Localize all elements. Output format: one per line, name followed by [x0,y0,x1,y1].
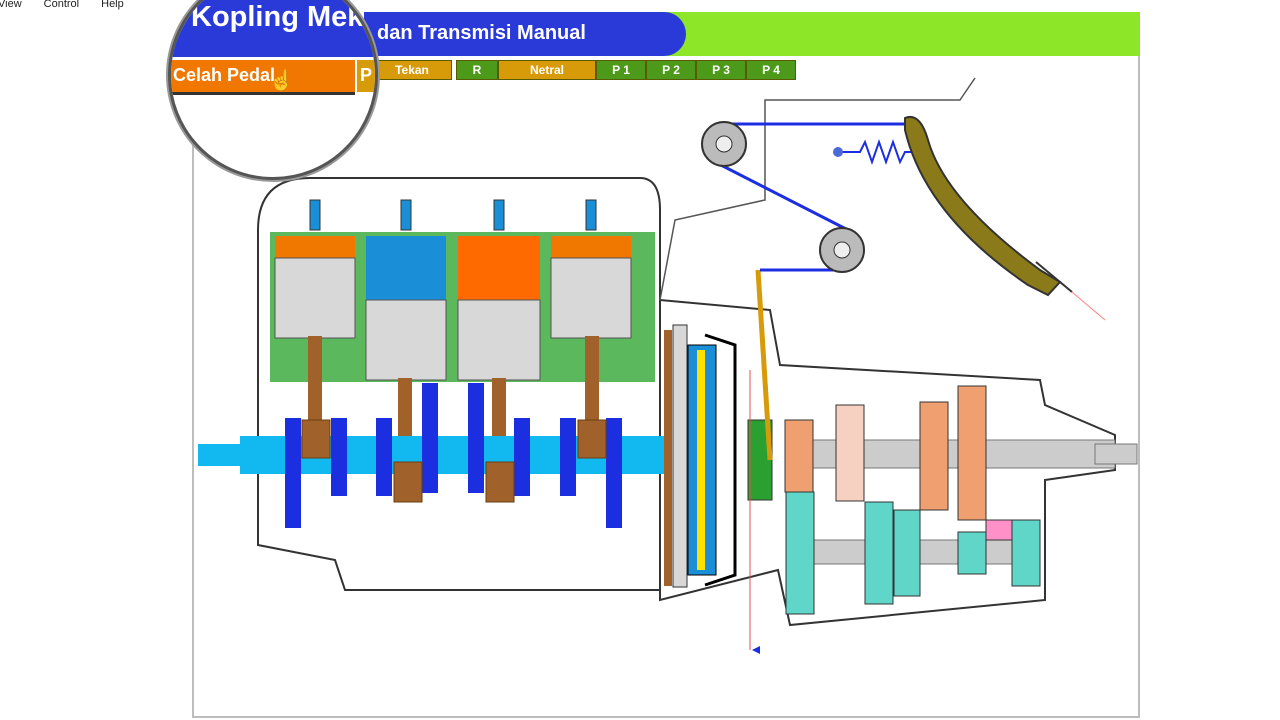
gear-buttons: R Netral P 1 P 2 P 3 P 4 [456,60,796,82]
control-buttons: Tekan [372,60,452,82]
connecting-rod-1 [308,336,322,426]
cylinder-2-head [366,236,446,300]
magnified-title: Kopling Mek [191,1,364,33]
return-spring [838,138,922,166]
gear-2 [919,401,949,511]
gear-p2-button[interactable]: P 2 [646,60,696,80]
cylinder-4-head [551,236,631,258]
gear-1 [957,385,987,521]
counter-gear-2 [864,501,894,605]
piston-2 [365,299,447,381]
menu-bar: View Control Help [0,0,1280,10]
counter-gear-5 [1011,519,1041,587]
hand-cursor-icon: ☝ [269,70,294,92]
gear-r-button[interactable]: R [456,60,498,80]
clutch-cable [714,160,849,232]
gear-p3-button[interactable]: P 3 [696,60,746,80]
counter-gear-3 [893,509,921,597]
cylinder-1-head [275,236,355,258]
menu-control[interactable]: Control [43,0,80,10]
menu-view[interactable]: View [0,0,22,10]
gear-p1-button[interactable]: P 1 [596,60,646,80]
magnifier-lens: Kopling Mek Celah Pedal P ☝ [168,0,378,180]
magnified-partial-button[interactable] [357,60,375,92]
netral-button[interactable]: Netral [498,60,596,80]
page-title: dan Transmisi Manual [377,22,586,44]
gear-p4-button[interactable]: P 4 [746,60,796,80]
title-bar-blue [364,12,686,56]
piston-4 [550,257,632,339]
input-shaft [784,439,1116,469]
menu-help[interactable]: Help [101,0,124,10]
clutch-fork [755,269,773,461]
tekan-button[interactable]: Tekan [372,60,452,80]
flywheel [664,330,672,586]
connecting-rod-4 [585,336,599,426]
counter-gear-1 [785,491,815,615]
gear-input [784,419,814,493]
piston-3 [457,299,541,381]
magnified-partial-label: P [360,65,373,85]
piston-1 [274,257,356,339]
celah-pedal-label: Celah Pedal [173,65,276,85]
clutch-pedal [904,116,1062,297]
gear-3 [835,404,865,502]
counter-gear-4 [957,531,987,575]
cylinder-3-head [458,236,540,300]
reverse-gear [985,519,1013,541]
celah-pedal-button[interactable] [171,60,355,95]
